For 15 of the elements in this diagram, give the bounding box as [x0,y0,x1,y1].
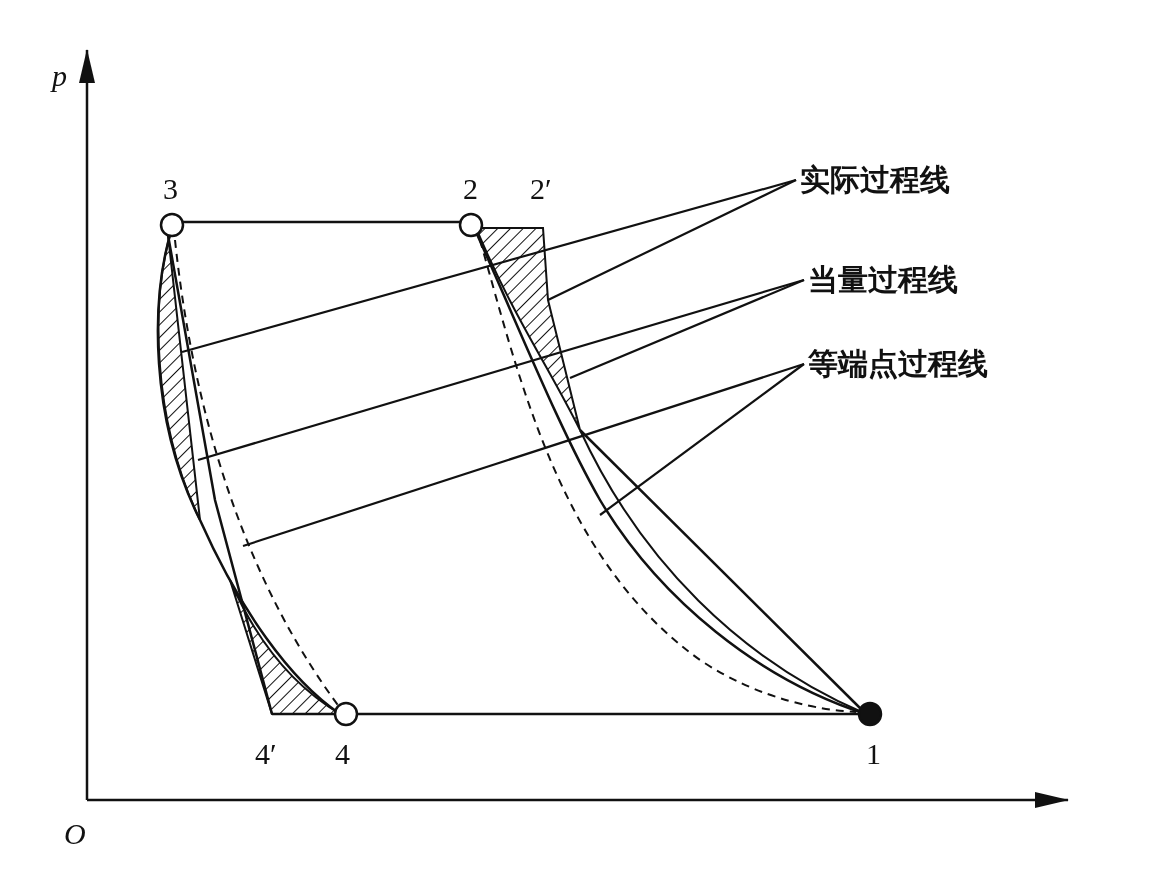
point-label: 2 [463,173,478,205]
callout-text: 实际过程线 [800,162,950,198]
point-label: 1 [866,738,881,770]
point-label: 4 [335,738,350,770]
point-label: 2′ [530,173,552,205]
callout-text: 等端点过程线 [808,346,988,382]
leader-line [242,362,805,548]
axis-label: O [64,818,86,850]
leader-line [547,179,797,301]
point-label: 3 [163,173,178,205]
point-label: 4′ [255,738,277,770]
callout-text: 当量过程线 [808,262,958,298]
leader-line [569,279,805,379]
axis-label: p [52,60,67,92]
leader-line [599,363,805,516]
